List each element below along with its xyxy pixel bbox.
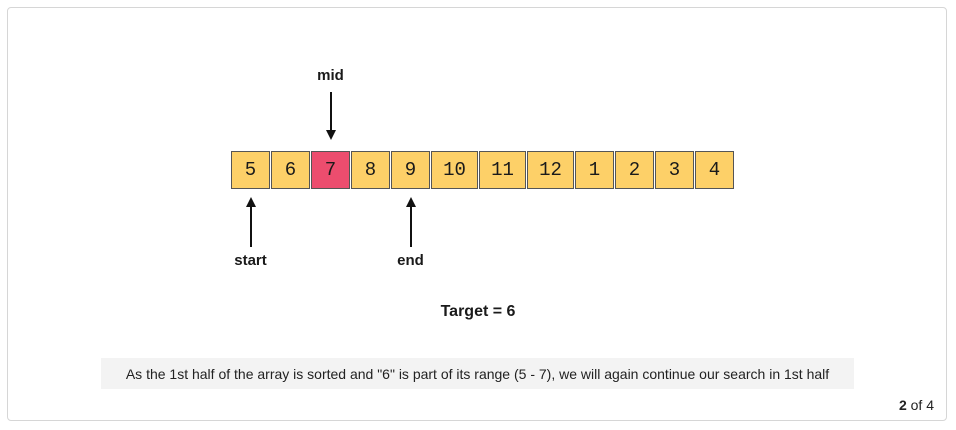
end-pointer-label: end [397,252,424,269]
slide-card [7,7,947,421]
pager-current: 2 [898,397,907,413]
array-cell: 2 [615,151,654,189]
pager-total: 4 [926,397,934,413]
mid-pointer-label: mid [317,67,344,84]
array-cell: 12 [527,151,574,189]
step-caption: As the 1st half of the array is sorted a… [101,358,854,389]
array-cell: 7 [311,151,350,189]
target-label: Target = 6 [440,303,516,320]
start-pointer-label: start [234,252,267,269]
array-cell: 8 [351,151,390,189]
end-up-arrow-icon [405,197,417,247]
start-up-arrow-icon [245,197,257,247]
array-cell: 9 [391,151,430,189]
slide-pager: 2 of 4 [899,397,934,413]
array-cell: 1 [575,151,614,189]
array-cell: 11 [479,151,526,189]
array-cell: 3 [655,151,694,189]
pager-separator: of [910,397,923,413]
mid-down-arrow-icon [325,92,337,142]
array-cell: 10 [431,151,478,189]
array-cell: 4 [695,151,734,189]
array-cell: 5 [231,151,270,189]
array-cell: 6 [271,151,310,189]
